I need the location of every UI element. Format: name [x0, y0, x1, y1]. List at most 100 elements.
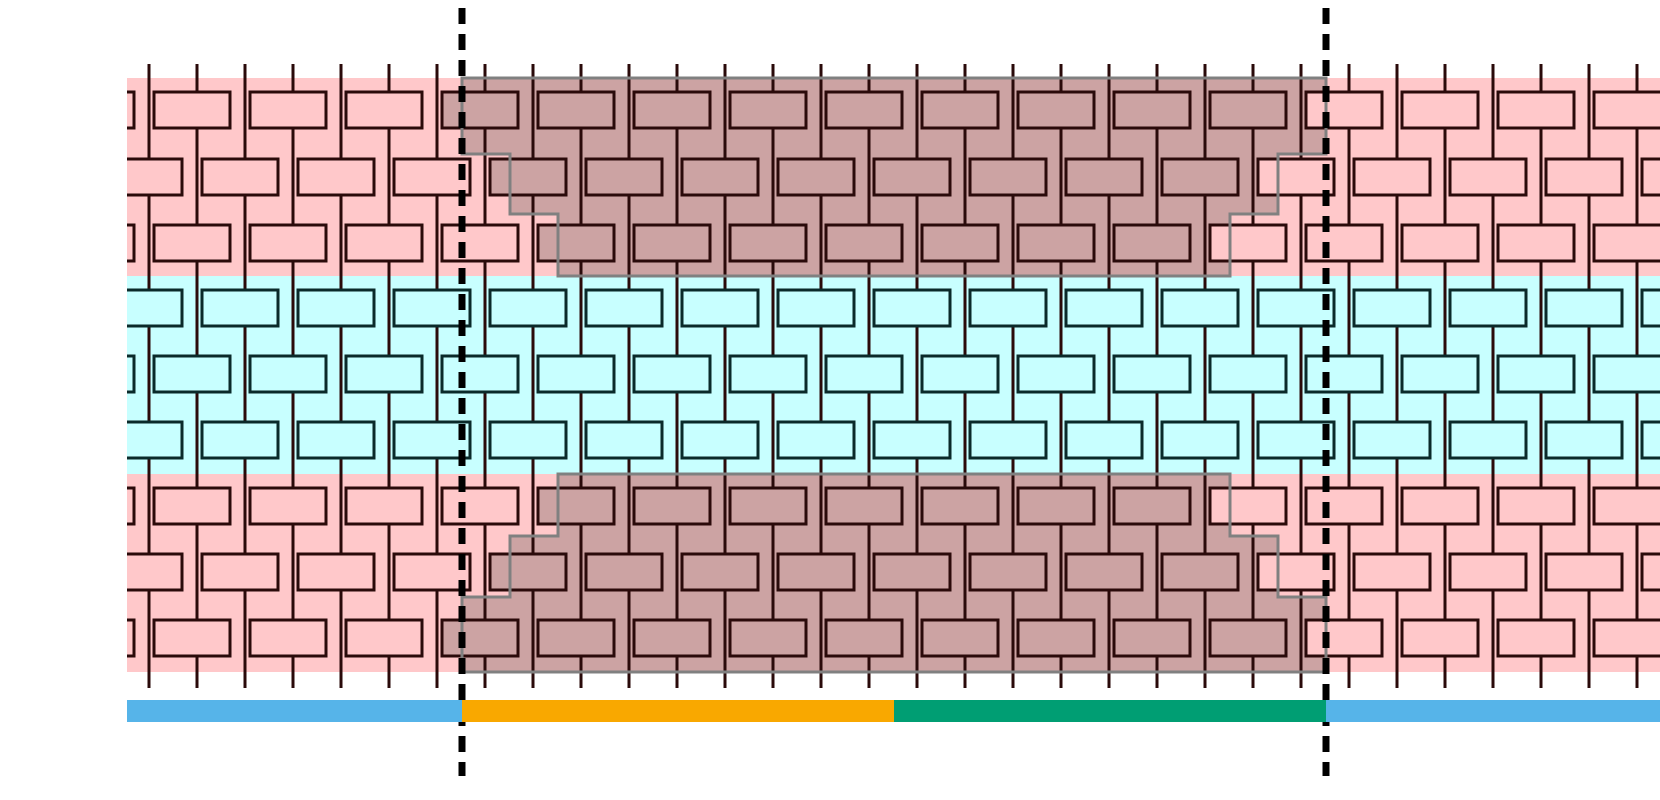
gate — [1640, 288, 1660, 328]
gate — [776, 420, 856, 460]
gate — [536, 90, 616, 130]
gate — [1352, 288, 1432, 328]
gate — [1304, 486, 1384, 526]
gate — [200, 420, 280, 460]
gate — [632, 486, 712, 526]
gate — [127, 486, 136, 526]
gate — [824, 223, 904, 263]
gate — [968, 420, 1048, 460]
gate — [1640, 552, 1660, 592]
gate — [872, 157, 952, 197]
gate — [824, 90, 904, 130]
gate — [1400, 354, 1480, 394]
gate — [1160, 157, 1240, 197]
gate — [1544, 157, 1624, 197]
gate — [344, 90, 424, 130]
gate — [1112, 90, 1192, 130]
gate — [344, 354, 424, 394]
gate — [200, 552, 280, 592]
gate — [1400, 90, 1480, 130]
gate — [440, 618, 520, 658]
cut-lines — [458, 8, 1330, 776]
gate — [824, 486, 904, 526]
gate — [728, 223, 808, 263]
gate — [1544, 420, 1624, 460]
gate — [344, 486, 424, 526]
gate — [536, 354, 616, 394]
gate — [872, 420, 952, 460]
gate — [127, 552, 184, 592]
gate — [1496, 223, 1576, 263]
gate — [1304, 354, 1384, 394]
gate — [824, 618, 904, 658]
gate — [248, 618, 328, 658]
gate — [728, 90, 808, 130]
gate — [632, 223, 712, 263]
gate — [680, 288, 760, 328]
gate — [344, 223, 424, 263]
gate — [488, 420, 568, 460]
gate — [152, 90, 232, 130]
gate — [1208, 486, 1288, 526]
bar-segment-center-right — [894, 700, 1326, 722]
gate — [1160, 288, 1240, 328]
gate — [680, 157, 760, 197]
gate — [1496, 486, 1576, 526]
gate — [584, 420, 664, 460]
gate — [1112, 618, 1192, 658]
gate — [1592, 223, 1660, 263]
gate — [440, 90, 520, 130]
gate — [1592, 354, 1660, 394]
gate — [1544, 552, 1624, 592]
gate — [1256, 288, 1336, 328]
gate — [776, 552, 856, 592]
gate — [127, 420, 184, 460]
gate — [200, 157, 280, 197]
gate — [920, 354, 1000, 394]
bottom-color-bar — [127, 700, 1660, 722]
gate — [10, 422, 86, 458]
gate — [1208, 223, 1288, 263]
gate — [1016, 223, 1096, 263]
gate-grid — [0, 90, 1660, 658]
gate — [920, 90, 1000, 130]
gate — [488, 288, 568, 328]
gate — [1064, 288, 1144, 328]
gate — [1064, 552, 1144, 592]
gate — [872, 288, 952, 328]
gate — [200, 288, 280, 328]
gate — [1256, 552, 1336, 592]
gate — [968, 288, 1048, 328]
gate — [0, 92, 38, 128]
gate — [152, 618, 232, 658]
gate — [1544, 288, 1624, 328]
gate — [1400, 223, 1480, 263]
gate — [920, 486, 1000, 526]
gate — [152, 223, 232, 263]
gate — [440, 486, 520, 526]
gate — [152, 486, 232, 526]
gate — [10, 554, 86, 590]
gate — [728, 618, 808, 658]
gate — [728, 486, 808, 526]
gate — [728, 354, 808, 394]
gate — [1208, 90, 1288, 130]
gate — [1208, 618, 1288, 658]
gate — [0, 488, 38, 524]
gate — [127, 354, 136, 394]
gate — [776, 288, 856, 328]
gate — [584, 552, 664, 592]
gate — [1496, 618, 1576, 658]
gate — [488, 157, 568, 197]
gate — [1256, 157, 1336, 197]
gate — [584, 288, 664, 328]
gate — [968, 157, 1048, 197]
gate — [1592, 486, 1660, 526]
bar-segment-right — [1326, 700, 1660, 722]
gate — [1448, 288, 1528, 328]
gate — [1640, 157, 1660, 197]
gate — [127, 90, 136, 130]
gate — [1064, 420, 1144, 460]
gate — [392, 157, 472, 197]
